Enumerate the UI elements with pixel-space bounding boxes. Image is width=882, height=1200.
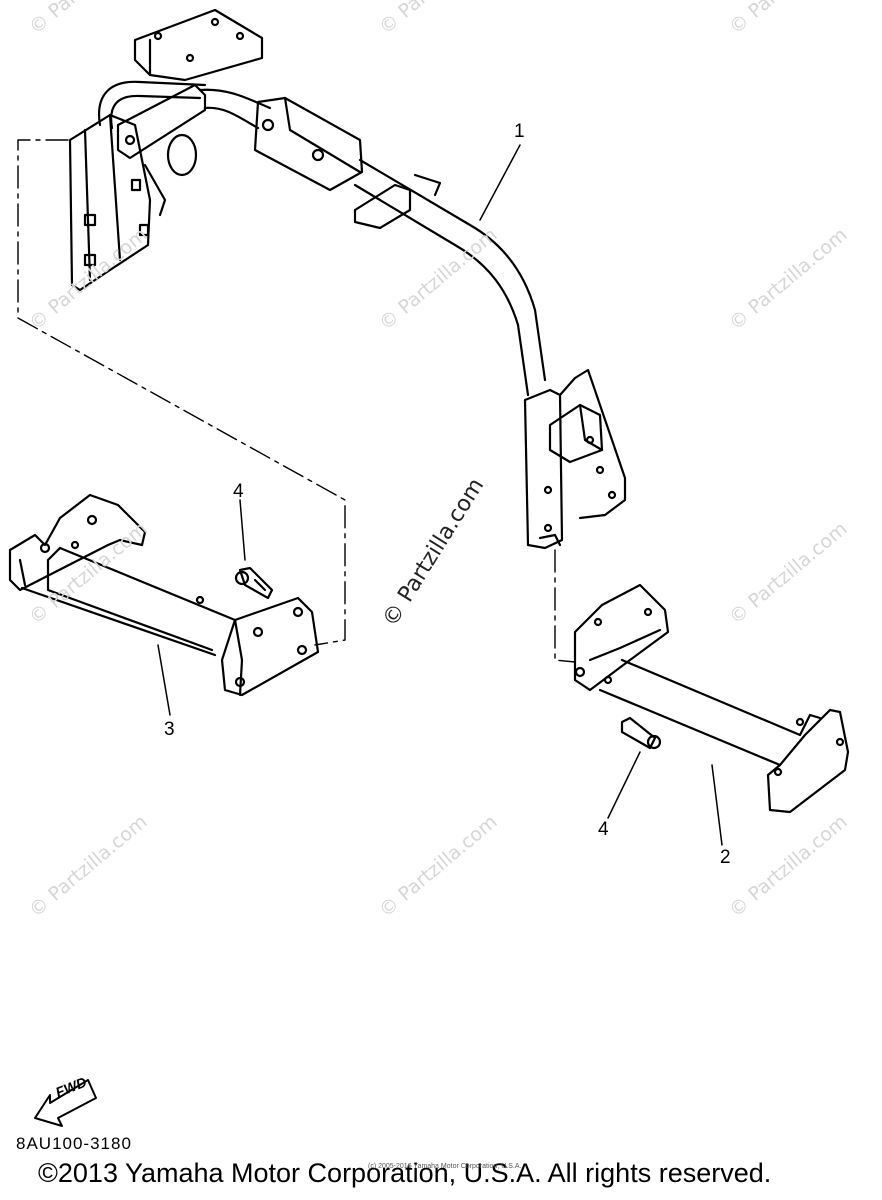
callout-part-4-left: 4 — [233, 481, 244, 502]
callout-part-2: 2 — [720, 847, 731, 868]
part-code: 8AU100-3180 — [16, 1134, 132, 1153]
small-copyright-notice: (c) 2005-2016 Yamaha Motor Corporation, … — [368, 1163, 522, 1170]
bolt-part-4-left — [234, 566, 274, 600]
left-bracket-part-3 — [8, 493, 320, 697]
callout-part-1: 1 — [514, 121, 525, 142]
bolt-part-4-right — [620, 716, 662, 750]
copyright-notice: ©2013 Yamaha Motor Corporation, U.S.A. A… — [38, 1158, 772, 1188]
right-bracket-part-2 — [573, 583, 850, 814]
callout-part-4-right: 4 — [598, 819, 609, 840]
callout-part-3: 3 — [164, 719, 175, 740]
bumper-bar-part-1 — [68, 8, 627, 550]
fwd-arrow-icon — [34, 1079, 97, 1127]
